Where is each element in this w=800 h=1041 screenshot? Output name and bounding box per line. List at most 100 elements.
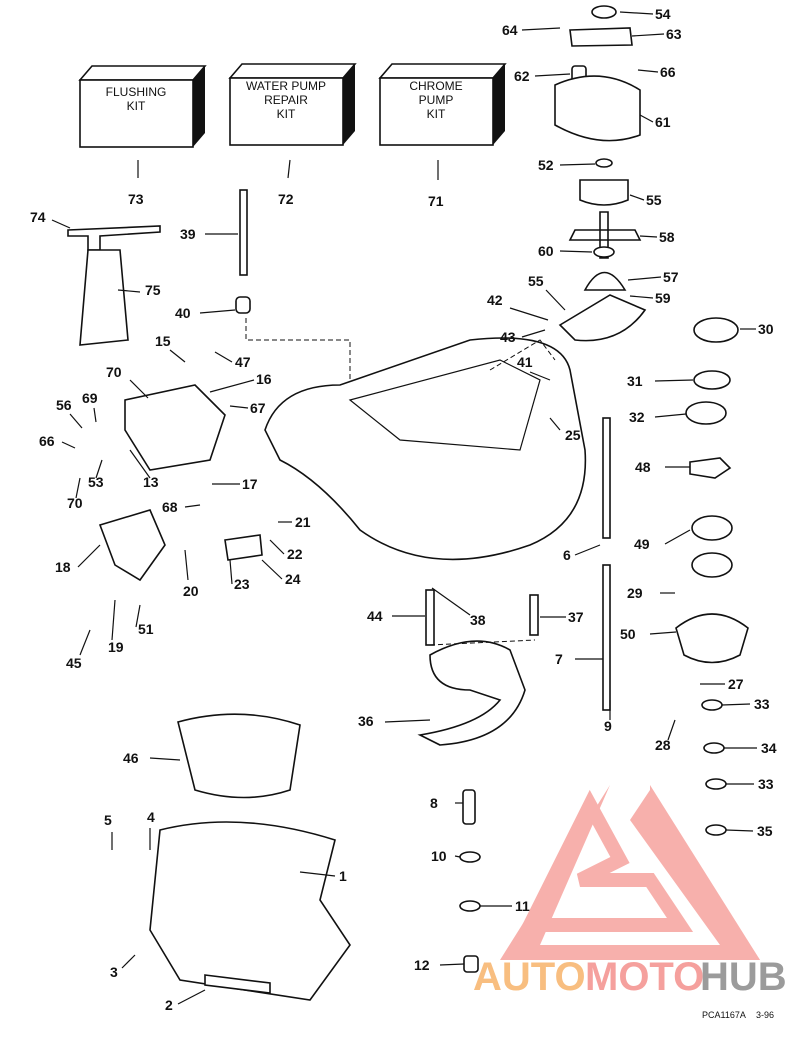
kit-label-line: FLUSHING [106, 85, 167, 99]
callout: 23 [229, 559, 250, 592]
part-number-label: 41 [517, 354, 533, 370]
leader-line [384, 719, 431, 723]
callout: 70 [67, 477, 83, 511]
kit-label-line: KIT [277, 107, 296, 121]
part-number-label: 44 [367, 608, 383, 624]
water-pump-repair-kit-box: WATER PUMP REPAIR KIT [228, 63, 357, 146]
part-number-label: 54 [655, 6, 671, 22]
callout: 29 [627, 585, 675, 601]
leader-line [299, 871, 336, 877]
callout: 24 [261, 559, 301, 587]
part-number-label: 5 [104, 812, 112, 828]
leader-line [639, 114, 654, 123]
leader-line [69, 413, 83, 429]
callout: 55 [629, 192, 662, 208]
watermark-text-hub: HUB [700, 955, 787, 999]
callout: 38 [431, 587, 486, 628]
callout: 5 [104, 812, 113, 850]
part-number-label: 64 [502, 22, 518, 38]
callout: 11 [480, 898, 530, 914]
callout: 16 [209, 371, 272, 393]
leader-line [209, 379, 255, 393]
callout: 12 [414, 957, 465, 973]
part-number-label: 21 [295, 514, 311, 530]
callout: 2 [165, 989, 206, 1013]
callout: 18 [55, 544, 101, 575]
callout: 40 [175, 305, 236, 321]
callout: 41 [517, 354, 551, 381]
leader-line [261, 559, 283, 580]
part-number-label: 53 [88, 474, 104, 490]
callout: 39 [180, 226, 238, 242]
part-number-label: 70 [106, 364, 122, 380]
leader-line [649, 631, 677, 635]
part-number-label: 63 [666, 26, 682, 42]
part-number-label: 39 [180, 226, 196, 242]
part-number-label: 52 [538, 157, 554, 173]
part-number-label: 66 [39, 433, 55, 449]
part-number-label: 55 [528, 273, 544, 289]
kit-label-line: CHROME [409, 79, 462, 93]
leader-line [629, 194, 645, 201]
parts [67, 5, 749, 1001]
leader-line [721, 703, 751, 706]
part-number-label: 1 [339, 868, 347, 884]
leader-line [559, 250, 593, 253]
leader-line [229, 559, 233, 585]
part-number-label: 46 [123, 750, 139, 766]
part-number-label: 38 [470, 612, 486, 628]
part-number-label: 58 [659, 229, 675, 245]
watermark-logo [500, 785, 760, 960]
callout: 58 [639, 229, 675, 245]
part-number-label: 10 [431, 848, 447, 864]
part-number-label: 3 [110, 964, 118, 980]
part-number-label: 20 [183, 583, 199, 599]
part-number-label: 43 [500, 329, 516, 345]
callout: 68 [162, 499, 201, 515]
callout: 70 [106, 364, 149, 399]
callout: 54 [619, 6, 671, 22]
callout: 4 [147, 809, 155, 850]
part-number-label: 57 [663, 269, 679, 285]
part-number-label: 22 [287, 546, 303, 562]
leader-line [637, 69, 659, 73]
leader-line [629, 295, 654, 299]
part-number-label: 68 [162, 499, 178, 515]
leader-line [431, 587, 471, 616]
callout: 47 [214, 351, 251, 370]
callout: 17 [212, 476, 258, 492]
part-number-label: 17 [242, 476, 258, 492]
callout: 49 [634, 529, 691, 552]
leader-line [177, 989, 206, 1005]
part-number-label: 62 [514, 68, 530, 84]
leader-line [79, 629, 91, 656]
kit-label-line: WATER PUMP [246, 79, 326, 93]
callout: 46 [123, 750, 181, 766]
kit-number: 72 [278, 191, 294, 207]
leader-line [121, 954, 136, 969]
part-number-label: 50 [620, 626, 636, 642]
leader-line [229, 405, 249, 409]
part-number-label: 60 [538, 243, 554, 259]
leader-line [574, 544, 601, 556]
callout: 67 [229, 400, 266, 416]
leader-line [549, 417, 561, 431]
part-number-label: 35 [757, 823, 773, 839]
part-number-label: 66 [660, 64, 676, 80]
callout: 25 [549, 417, 581, 443]
callout: 66 [637, 64, 676, 80]
watermark-text-moto: MOTO [585, 955, 704, 999]
leader-line [61, 441, 76, 449]
callout: 61 [639, 114, 671, 130]
chrome-pump-kit-box: CHROME PUMP KIT [378, 63, 507, 146]
part-number-label: 55 [646, 192, 662, 208]
callout: 63 [631, 26, 682, 42]
leader-line [559, 163, 596, 166]
part-number-label: 42 [487, 292, 503, 308]
leader-line [75, 477, 81, 499]
part-number-label: 4 [147, 809, 155, 825]
callout: 30 [740, 321, 774, 337]
leader-line [269, 539, 285, 555]
